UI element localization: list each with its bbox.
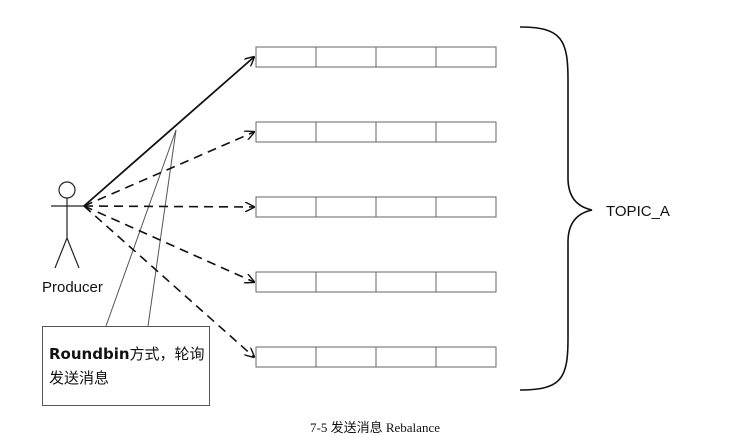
- partition-cell: [255, 196, 317, 218]
- partition-cell: [435, 196, 497, 218]
- partition-cell: [375, 121, 437, 143]
- partition-cell: [315, 121, 377, 143]
- partition-cell: [435, 271, 497, 293]
- partition-row: [255, 46, 497, 68]
- solid-send-arrow: [83, 57, 254, 207]
- note-line-1: Roundbin方式，轮询: [49, 342, 209, 366]
- dashed-send-arrow: [83, 132, 254, 207]
- partition-row: [255, 271, 497, 293]
- partition-cell: [255, 346, 317, 368]
- partition-cell: [315, 346, 377, 368]
- topic-brace: [519, 26, 593, 391]
- dashed-send-arrow: [83, 205, 254, 357]
- partitions-group: [255, 46, 497, 368]
- partition-cell: [375, 271, 437, 293]
- partition-cell: [315, 46, 377, 68]
- dashed-send-arrow: [83, 205, 254, 282]
- partition-cell: [435, 346, 497, 368]
- partition-cell: [315, 271, 377, 293]
- producer-label: Producer: [42, 279, 103, 296]
- partition-cell: [375, 196, 437, 218]
- topic-label: TOPIC_A: [606, 203, 670, 220]
- partition-cell: [255, 46, 317, 68]
- note-rest-text: 方式，轮询: [129, 345, 205, 363]
- partition-cell: [255, 121, 317, 143]
- arrows-group: [83, 57, 254, 357]
- partition-cell: [375, 346, 437, 368]
- note-bold-text: Roundbin: [49, 345, 130, 363]
- note-pointer: [105, 129, 177, 327]
- partition-row: [255, 121, 497, 143]
- partition-cell: [435, 46, 497, 68]
- partition-row: [255, 196, 497, 218]
- note-line-2: 发送消息: [49, 369, 110, 387]
- partition-cell: [315, 196, 377, 218]
- dashed-send-arrow: [83, 206, 254, 207]
- producer-actor-icon: [51, 181, 84, 269]
- partition-cell: [375, 46, 437, 68]
- partition-row: [255, 346, 497, 368]
- partition-cell: [435, 121, 497, 143]
- partition-cell: [255, 271, 317, 293]
- note-box: Roundbin方式，轮询 发送消息: [42, 326, 210, 406]
- figure-caption: 7-5 发送消息 Rebalance: [310, 420, 440, 435]
